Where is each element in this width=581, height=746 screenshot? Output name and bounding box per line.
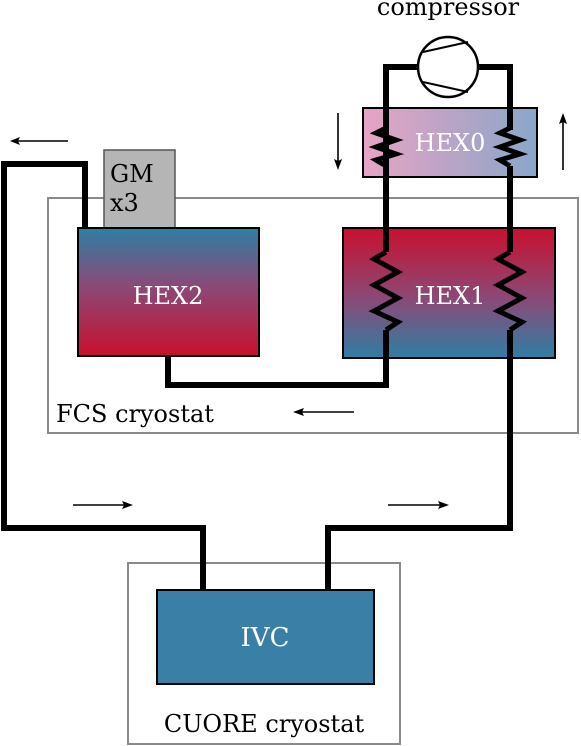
compressor-pipe-right — [478, 64, 513, 130]
hex2-label: HEX2 — [133, 282, 204, 310]
arrow-right-icon — [388, 501, 449, 509]
hex0-label: HEX0 — [415, 129, 486, 157]
ivc-label: IVC — [241, 623, 290, 653]
hex1-label: HEX1 — [415, 282, 486, 310]
pipes — [1, 64, 513, 590]
gm-label: GM — [110, 160, 154, 188]
arrow-up-icon — [559, 113, 567, 170]
ivc-box — [156, 589, 375, 685]
fcs-cryostat-box — [47, 197, 579, 434]
arrow-left-icon — [10, 137, 68, 145]
hex1-right-pipe-lower — [325, 330, 513, 590]
flow-arrows — [10, 113, 567, 509]
hex1-right-coil — [492, 249, 528, 333]
cuore-cryostat-box — [127, 562, 401, 745]
outer-loop-pipe — [1, 161, 206, 590]
arrow-left-icon — [293, 408, 354, 416]
hex1-left-coil — [368, 249, 404, 333]
compressor-icon — [416, 35, 480, 99]
compressor-label: compressor — [377, 0, 520, 21]
gm-count-label: x3 — [110, 189, 139, 217]
cuore-cryostat-label: CUORE cryostat — [164, 710, 365, 738]
hex1-box — [342, 227, 556, 359]
hex1-left-pipe-lower — [165, 330, 389, 388]
hex0-left-coil — [368, 125, 405, 169]
arrow-down-icon — [334, 113, 342, 170]
arrow-right-icon — [73, 501, 133, 509]
hex0-right-coil — [492, 125, 529, 169]
fcs-cryostat-label: FCS cryostat — [56, 400, 214, 428]
hex2-box — [77, 227, 260, 357]
